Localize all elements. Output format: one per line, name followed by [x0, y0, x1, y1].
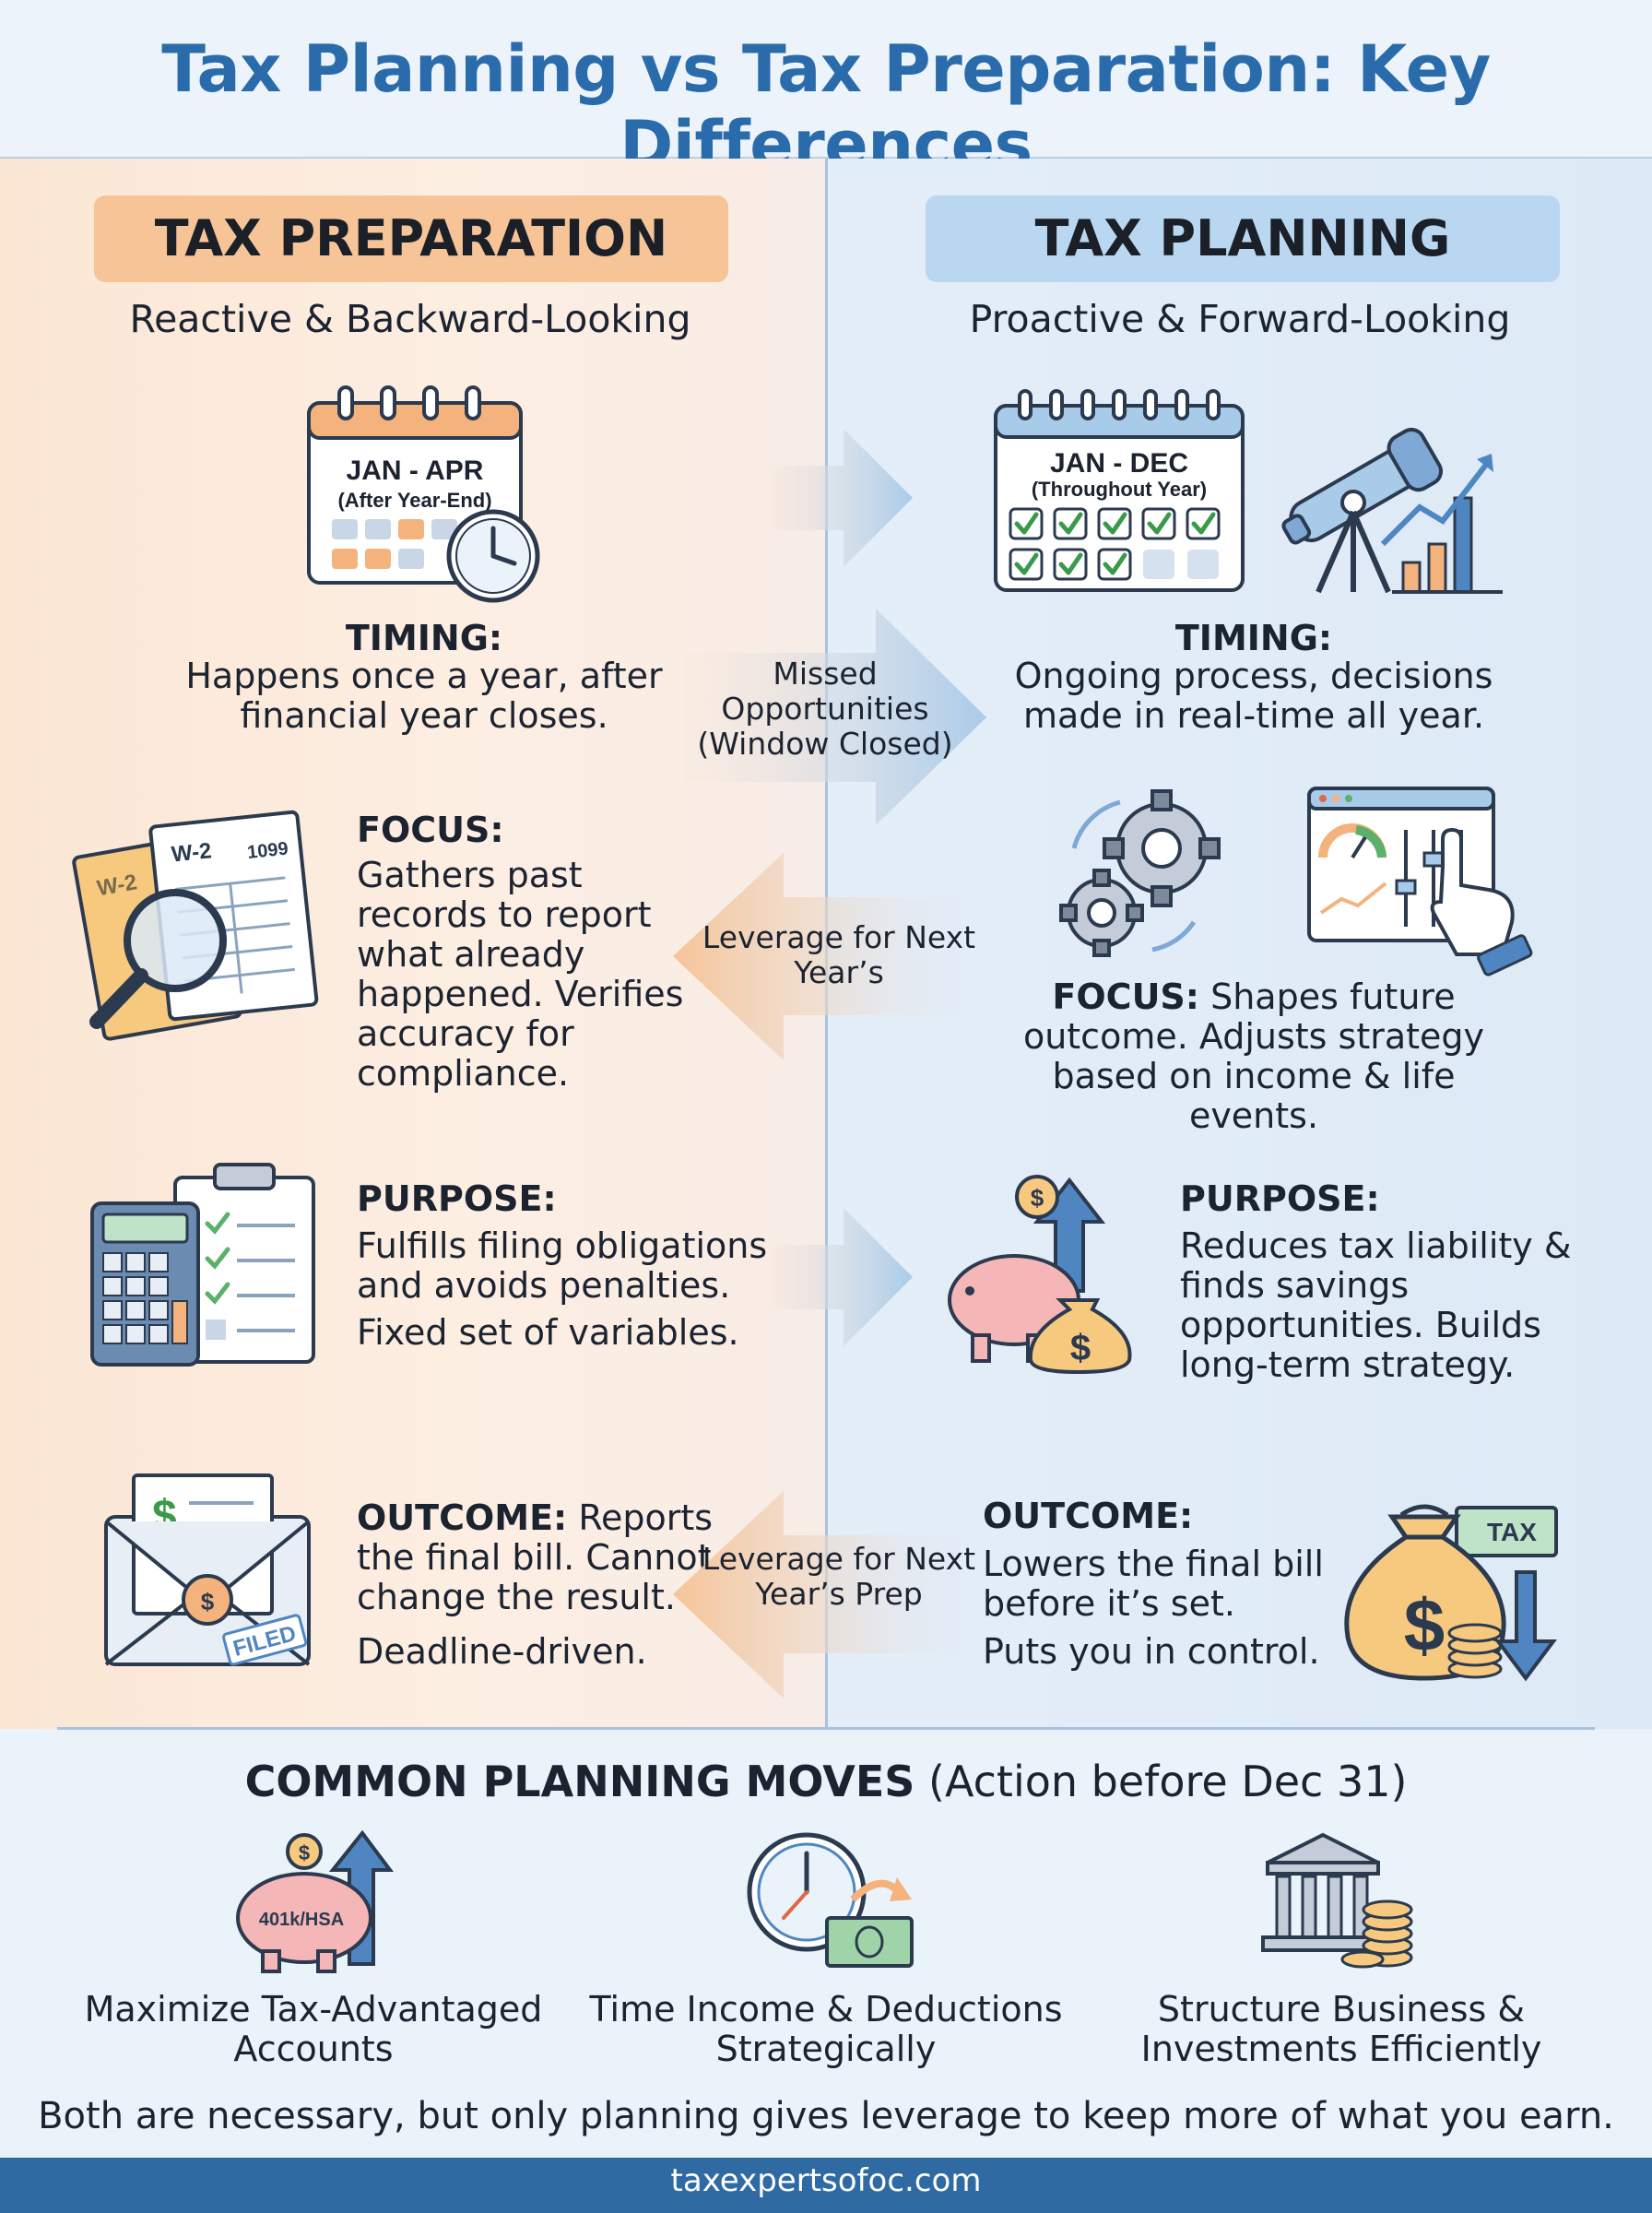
prep-focus-text: Gathers past records to report what alre… — [357, 855, 684, 1094]
plan-timing-label: TIMING: — [1174, 618, 1333, 658]
plan-purpose-label: PURPOSE: — [1180, 1178, 1380, 1219]
dashboard-slider-icon — [1307, 787, 1533, 976]
calendar-checks-icon: JAN - DEC (Throughout Year) — [994, 389, 1245, 592]
prep-purpose-label: PURPOSE: — [357, 1178, 557, 1219]
envelope-filed-icon: $ $ FILED — [104, 1473, 311, 1666]
page-title: Tax Planning vs Tax Preparation: Key Dif… — [161, 31, 1491, 183]
prep-timing-text: Happens once a year, after financial yea… — [185, 656, 663, 736]
plan-focus-text-block: FOCUS: Shapes future outcome. Adjusts st… — [986, 977, 1521, 1136]
footer-url[interactable]: taxexpertsofoc.com — [670, 2162, 982, 2199]
telescope-growth-icon — [1281, 427, 1503, 594]
w2-form-label: W-2 — [171, 838, 213, 867]
plan-outcome-label: OUTCOME: — [983, 1496, 1194, 1536]
piggy-bank-moneybag-icon: $ $ — [948, 1175, 1132, 1375]
planning-heading: TAX PLANNING — [926, 195, 1560, 282]
prep-calendar-range: JAN - APR — [347, 456, 484, 486]
plan-calendar-note: (Throughout Year) — [1032, 478, 1207, 501]
plan-focus-text: Shapes future outcome. Adjusts strategy … — [1022, 976, 1485, 1136]
svg-text:$: $ — [1404, 1584, 1446, 1666]
leverage-label-1: Leverage for Next Year’s — [702, 919, 976, 990]
moves-title-bold: COMMON PLANNING MOVES — [244, 1757, 915, 1806]
clock-money-icon — [747, 1832, 914, 1968]
leverage-label-2: Leverage for Next Year’s Prep — [702, 1541, 976, 1612]
401k-hsa-badge: 401k/HSA — [259, 1910, 344, 1930]
prep-outcome-label: OUTCOME: — [357, 1497, 568, 1538]
documents-magnifier-icon: W-2 W-2 1099 — [72, 810, 319, 1041]
calendar-clock-icon: JAN - APR (After Year-End) — [307, 385, 540, 603]
plan-outcome-text: Lowers the final bill before it’s set. — [983, 1544, 1324, 1624]
bank-coins-icon — [1261, 1832, 1413, 1969]
prep-focus-label: FOCUS: — [357, 810, 504, 850]
footer-bar — [0, 2158, 1652, 2213]
plan-outcome-text-2: Puts you in control. — [983, 1631, 1320, 1672]
arrow-right-icon — [774, 1208, 913, 1346]
plan-timing-text: Ongoing process, decisions made in real-… — [1014, 656, 1493, 736]
leverage-arrow-shape — [673, 1491, 977, 1698]
prep-timing-label: TIMING: — [345, 618, 503, 658]
prep-outcome-text-2: Deadline-driven. — [357, 1631, 647, 1672]
move-label-structure: Structure Business & Investments Efficie… — [1140, 1989, 1542, 2069]
preparation-subheading: Reactive & Backward-Looking — [129, 297, 691, 341]
plan-focus-label: FOCUS: — [1052, 976, 1199, 1017]
missed-arrow-shape — [682, 609, 986, 825]
svg-text:$: $ — [201, 1588, 215, 1615]
plan-purpose-text: Reduces tax liability & finds savings op… — [1180, 1225, 1572, 1385]
moves-title: COMMON PLANNING MOVES (Action before Dec… — [0, 1757, 1652, 1806]
piggy-bank-icon: $ 401k/HSA — [236, 1829, 394, 1973]
closing-statement: Both are necessary, but only planning gi… — [38, 2095, 1614, 2137]
prep-outcome-text-block: OUTCOME: Reports the final bill. Cannot … — [357, 1498, 726, 1617]
calculator-checklist-icon — [90, 1163, 315, 1367]
preparation-heading: TAX PREPARATION — [94, 195, 728, 282]
moves-divider — [57, 1727, 1595, 1730]
planning-subheading: Proactive & Forward-Looking — [969, 297, 1511, 341]
move-label-accounts: Maximize Tax-Advantaged Accounts — [84, 1989, 543, 2069]
prep-purpose-text: Fulfills filing obligations and avoids p… — [357, 1225, 768, 1306]
svg-text:$: $ — [1031, 1184, 1044, 1212]
missed-opportunities-label: Missed Opportunities (Window Closed) — [697, 656, 953, 762]
gears-icon — [1059, 789, 1221, 957]
moves-title-rest: (Action before Dec 31) — [914, 1757, 1408, 1806]
tax-tag: TAX — [1487, 1518, 1537, 1546]
prep-calendar-note: (After Year-End) — [337, 489, 491, 512]
svg-text:$: $ — [1070, 1328, 1091, 1368]
prep-outcome-text: Reports the final bill. Cannot change th… — [357, 1497, 714, 1617]
header-band — [0, 0, 1652, 159]
prep-purpose-text-2: Fixed set of variables. — [357, 1312, 739, 1353]
1099-form-label: 1099 — [246, 838, 289, 863]
arrow-right-icon — [774, 429, 913, 567]
move-label-timing: Time Income & Deductions Strategically — [589, 1989, 1063, 2069]
money-bag-tax-icon: TAX $ — [1344, 1504, 1558, 1682]
svg-text:$: $ — [299, 1841, 310, 1864]
plan-calendar-range: JAN - DEC — [1050, 448, 1188, 479]
leverage-arrow-shape — [673, 853, 977, 1060]
